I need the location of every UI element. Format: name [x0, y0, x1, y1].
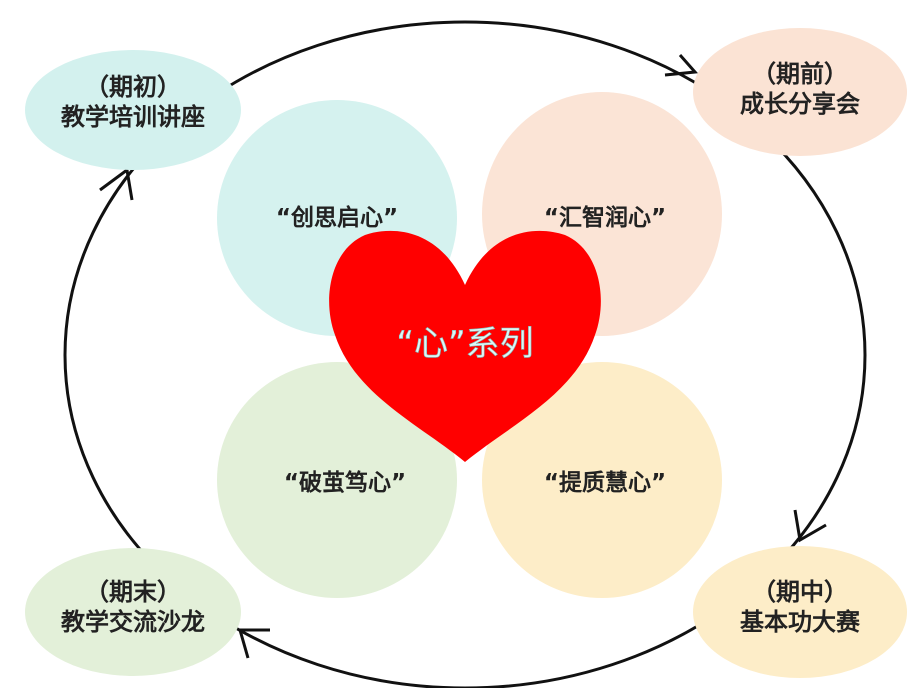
stage-end: （期末） 教学交流沙龙 — [25, 548, 241, 676]
arrow-head-bottom — [238, 628, 270, 659]
arrow-head-top — [664, 54, 699, 77]
arrow-head-right — [793, 509, 827, 543]
cycle-ring — [63, 20, 867, 688]
stage-name: 教学培训讲座 — [61, 102, 205, 131]
stage-name: 成长分享会 — [740, 89, 860, 118]
stage-name: 教学交流沙龙 — [61, 607, 205, 636]
arrow-head-left — [99, 167, 134, 201]
theme-label: “汇智润心” — [544, 204, 666, 231]
stage-early: （期初） 教学培训讲座 — [25, 50, 241, 170]
stage-before: （期前） 成长分享会 — [693, 28, 907, 156]
theme-circle-3: “破茧笃心” — [217, 362, 457, 598]
heart: “心”系列 — [329, 230, 601, 462]
stage-period: （期初） — [85, 72, 181, 101]
stage-period: （期中） — [752, 577, 848, 606]
stage-period: （期末） — [85, 577, 181, 606]
stage-middle: （期中） 基本功大赛 — [693, 546, 907, 678]
center-label: “心”系列 — [396, 324, 533, 364]
theme-label: “提质慧心” — [544, 469, 666, 496]
stage-period: （期前） — [752, 59, 848, 88]
theme-label: “破茧笃心” — [284, 469, 406, 496]
theme-circle-4: “提质慧心” — [482, 362, 722, 598]
heart-icon — [329, 230, 601, 462]
theme-label: “创思启心” — [276, 204, 398, 231]
stage-name: 基本功大赛 — [740, 607, 861, 636]
